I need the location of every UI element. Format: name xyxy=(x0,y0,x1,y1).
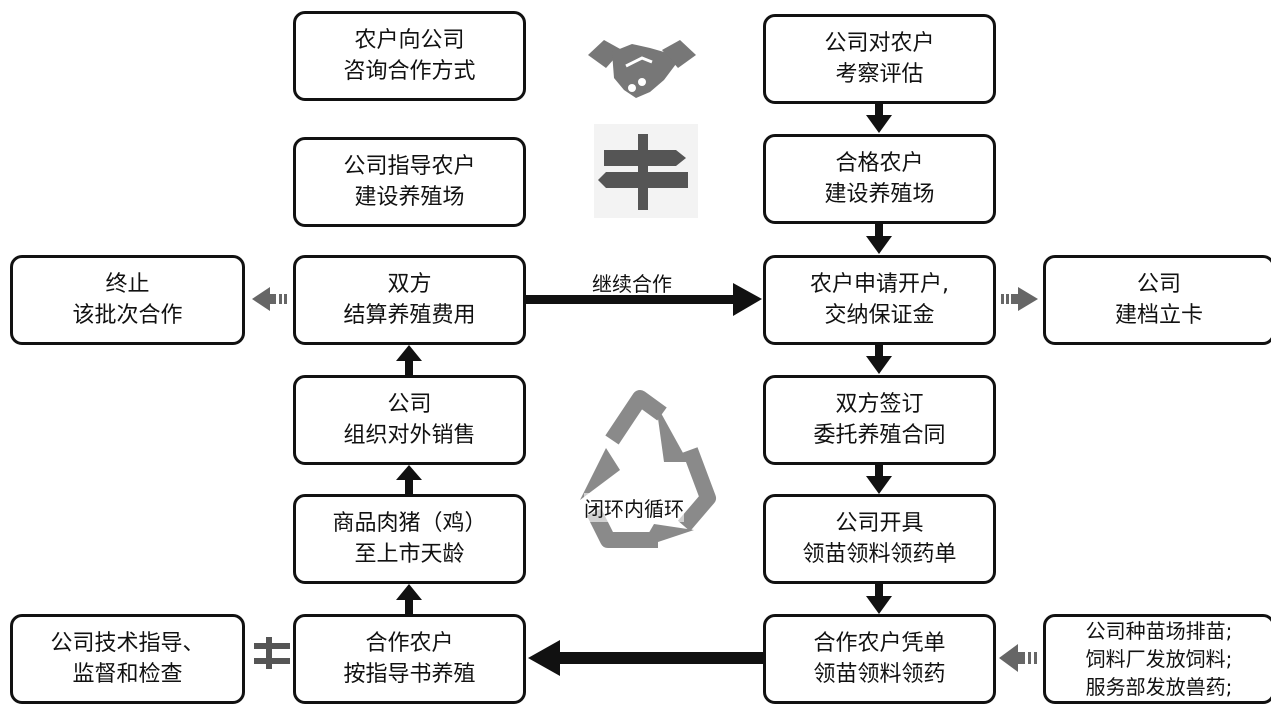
node-terminate-line2: 该批次合作 xyxy=(72,303,183,328)
node-inspect-line2: 考察评估 xyxy=(835,62,924,87)
node-inspect-line1: 公司对农户 xyxy=(824,31,935,56)
node-settle-line2: 结算养殖费用 xyxy=(343,303,476,328)
arrow-market-to-sell xyxy=(396,465,422,494)
node-guide-build-line2: 建设养殖场 xyxy=(354,185,465,210)
node-qualified-build-line1: 合格农户 xyxy=(835,151,924,176)
node-file-card-line2: 建档立卡 xyxy=(1114,303,1203,328)
node-sell: 公司 组织对外销售 xyxy=(293,375,526,465)
node-inspect: 公司对农户 考察评估 xyxy=(763,14,996,104)
handshake-icon xyxy=(588,40,696,98)
arrow-sign-to-voucher xyxy=(866,465,892,494)
node-sign: 双方签订 委托养殖合同 xyxy=(763,375,996,465)
node-sign-line1: 双方签订 xyxy=(835,392,924,417)
arrow-voucher-to-receive xyxy=(866,584,892,614)
recycle-arrowheads xyxy=(580,404,694,548)
node-terminate-line1: 终止 xyxy=(105,272,150,297)
node-consult-line2: 咨询合作方式 xyxy=(343,59,476,84)
node-guide-build-line1: 公司指导农户 xyxy=(343,154,476,179)
signpost-icon xyxy=(594,124,698,218)
node-tech-guide-line1: 公司技术指导、 xyxy=(50,631,205,656)
node-raise-line1: 合作农户 xyxy=(365,631,454,656)
node-settle: 双方 结算养殖费用 xyxy=(293,255,526,345)
node-supply-line1: 公司种苗场排苗; xyxy=(1085,619,1233,643)
arrow-apply-to-sign xyxy=(866,345,892,374)
node-settle-line1: 双方 xyxy=(387,272,432,297)
node-sell-line1: 公司 xyxy=(387,392,432,417)
node-apply-line1: 农户申请开户, xyxy=(810,272,949,297)
node-guide-build: 公司指导农户 建设养殖场 xyxy=(293,137,526,227)
node-tech-guide-line2: 监督和检查 xyxy=(72,662,183,687)
node-voucher: 公司开具 领苗领料领药单 xyxy=(763,494,996,584)
node-terminate: 终止 该批次合作 xyxy=(10,255,245,345)
center-label: 闭环内循环 xyxy=(584,493,684,522)
node-file-card: 公司 建档立卡 xyxy=(1043,255,1271,345)
arrow-inspect-to-build xyxy=(866,104,892,133)
arrow-continue xyxy=(526,283,762,316)
node-market-age-line2: 至上市天龄 xyxy=(354,542,465,567)
node-voucher-line2: 领苗领料领药单 xyxy=(802,542,957,567)
arrow-build-to-apply xyxy=(866,224,892,254)
node-consult-line1: 农户向公司 xyxy=(354,28,465,53)
node-qualified-build: 合格农户 建设养殖场 xyxy=(763,134,996,224)
arrow-sell-to-settle xyxy=(396,345,422,375)
node-voucher-line1: 公司开具 xyxy=(835,511,924,536)
node-sell-line2: 组织对外销售 xyxy=(343,423,476,448)
arrow-raise-to-market xyxy=(396,584,422,614)
node-tech-guide: 公司技术指导、 监督和检查 xyxy=(10,614,245,704)
node-supply-line2: 饲料厂发放饲料; xyxy=(1085,647,1233,671)
node-apply-line2: 交纳保证金 xyxy=(824,303,935,328)
dashed-arrow-icon xyxy=(252,287,287,311)
node-qualified-build-line2: 建设养殖场 xyxy=(824,182,935,207)
node-raise: 合作农户 按指导书养殖 xyxy=(293,614,526,704)
node-apply: 农户申请开户, 交纳保证金 xyxy=(763,255,996,345)
node-receive: 合作农户凭单 领苗领料领药 xyxy=(763,614,996,704)
node-sign-line2: 委托养殖合同 xyxy=(813,423,946,448)
node-receive-line1: 合作农户凭单 xyxy=(813,631,946,656)
node-file-card-line1: 公司 xyxy=(1136,272,1181,297)
edge-label-continue: 继续合作 xyxy=(592,272,672,296)
node-consult: 农户向公司 咨询合作方式 xyxy=(293,11,526,101)
node-receive-line2: 领苗领料领药 xyxy=(813,662,946,687)
arrow-receive-to-raise xyxy=(528,640,763,676)
dashed-arrow-icon xyxy=(1001,287,1038,311)
node-market-age-line1: 商品肉猪（鸡） xyxy=(332,511,487,536)
node-supply-line3: 服务部发放兽药; xyxy=(1085,675,1233,699)
dashed-arrow-icon xyxy=(999,644,1037,672)
node-raise-line2: 按指导书养殖 xyxy=(343,662,476,687)
equals-icon xyxy=(254,637,290,669)
node-market-age: 商品肉猪（鸡） 至上市天龄 xyxy=(293,494,526,584)
